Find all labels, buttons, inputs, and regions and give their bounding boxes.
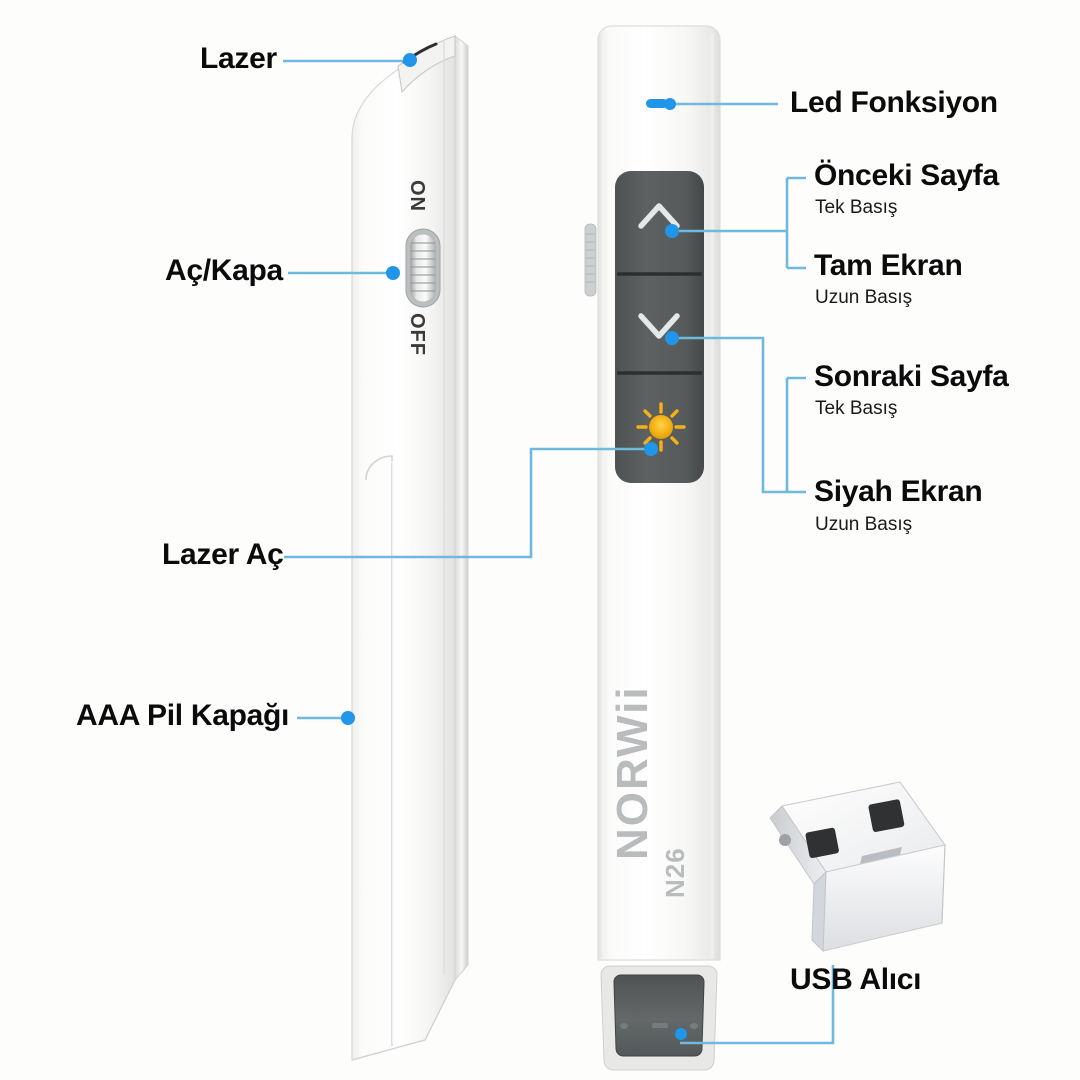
presenter-side-view bbox=[351, 34, 469, 1061]
switch-label-off: OFF bbox=[406, 313, 428, 356]
callout-label-tam-ekran[interactable]: Tam Ekran bbox=[814, 249, 963, 282]
callout-sub-onceki-sayfa: Tek Basış bbox=[815, 197, 898, 218]
switch-label-on: ON bbox=[406, 180, 428, 212]
dot-led-indicator bbox=[664, 98, 676, 110]
presenter-front-view bbox=[584, 25, 721, 1071]
callout-label-sonraki-sayfa[interactable]: Sonraki Sayfa bbox=[814, 360, 1009, 393]
dot-power-switch bbox=[386, 266, 400, 280]
side-switch-nub bbox=[584, 223, 597, 297]
callout-label-lazer-ac[interactable]: Lazer Aç bbox=[162, 538, 284, 571]
callout-label-aaa-pil-kapagi[interactable]: AAA Pil Kapağı bbox=[76, 699, 290, 732]
dot-laser-aperture bbox=[403, 53, 417, 67]
leader-lines bbox=[283, 59, 835, 1045]
callout-label-siyah-ekran[interactable]: Siyah Ekran bbox=[814, 475, 983, 508]
callout-label-ac-kapa[interactable]: Aç/Kapa bbox=[165, 254, 283, 287]
sun-icon bbox=[636, 402, 686, 452]
dot-battery-cover bbox=[341, 711, 355, 725]
brand-logo-text: NORWii bbox=[608, 685, 657, 860]
chevron-down-icon bbox=[638, 313, 680, 339]
callout-sub-tam-ekran: Uzun Basış bbox=[815, 287, 913, 308]
leader-dots bbox=[341, 53, 687, 1040]
callout-sub-siyah-ekran: Uzun Basış bbox=[815, 514, 913, 535]
button-cluster bbox=[615, 171, 704, 483]
callout-label-led-fonksiyon[interactable]: Led Fonksiyon bbox=[790, 86, 998, 119]
model-number-text: N26 bbox=[660, 847, 690, 898]
callout-label-lazer[interactable]: Lazer bbox=[200, 42, 277, 75]
usb-receiver bbox=[769, 781, 946, 953]
dot-laser-button bbox=[644, 442, 658, 456]
callout-label-usb-alici[interactable]: USB Alıcı bbox=[790, 963, 922, 996]
dot-up-button bbox=[665, 224, 679, 238]
power-switch-thumb bbox=[409, 233, 437, 303]
dot-usb-receiver-slot bbox=[675, 1028, 687, 1040]
callout-label-onceki-sayfa[interactable]: Önceki Sayfa bbox=[814, 159, 999, 192]
callout-sub-sonraki-sayfa: Tek Basış bbox=[815, 398, 898, 419]
led-indicator bbox=[646, 99, 668, 108]
chevron-up-icon bbox=[638, 203, 680, 229]
dot-down-button bbox=[665, 331, 679, 345]
